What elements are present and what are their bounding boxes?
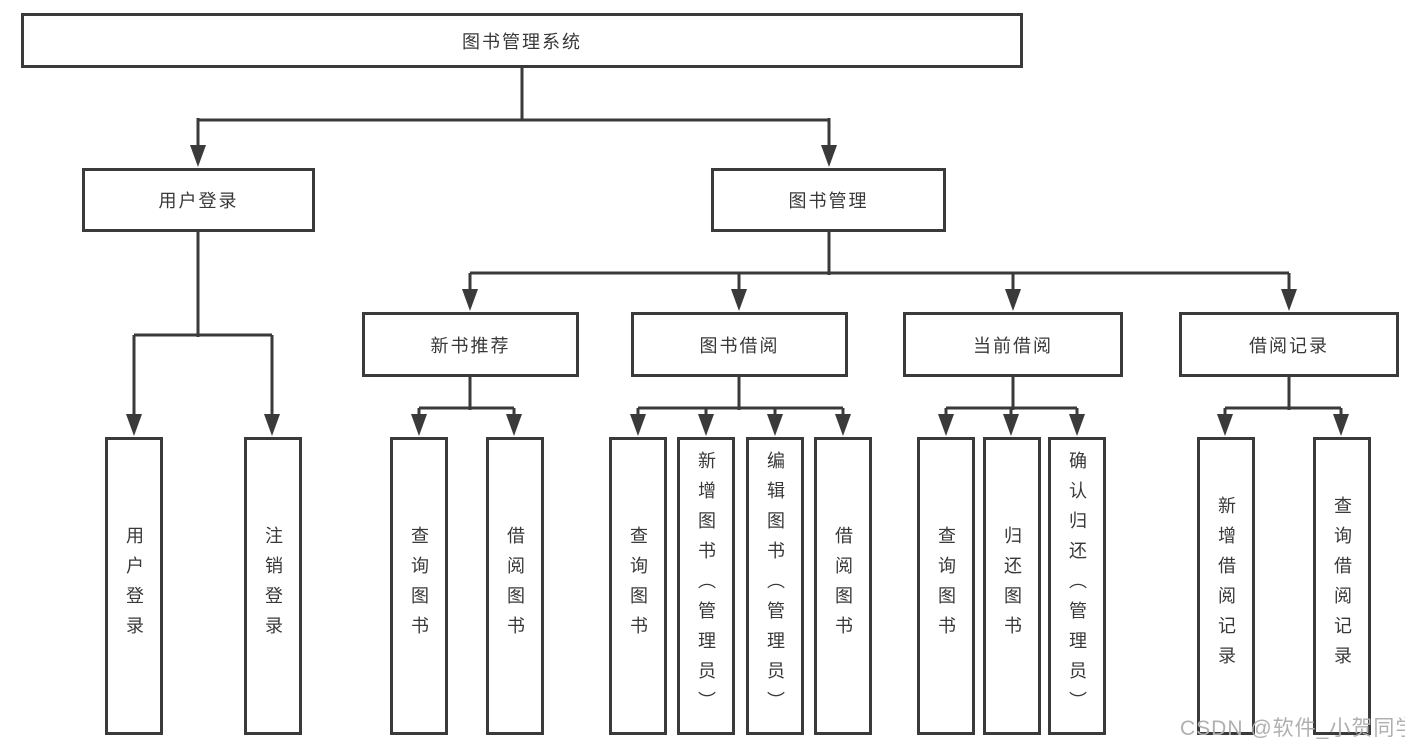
leaf-logout: 注销登录 — [244, 437, 302, 735]
leaf-borrow-books-recommend: 借阅图书 — [486, 437, 544, 735]
node-new-book-recommendation: 新书推荐 — [362, 312, 579, 377]
leaf-query-books-recommend: 查询图书 — [390, 437, 448, 735]
leaf-add-borrow-record: 新增借阅记录 — [1197, 437, 1255, 735]
node-library-management-system: 图书管理系统 — [21, 13, 1023, 68]
leaf-edit-books-admin: 编辑图书（管理员） — [746, 437, 804, 735]
leaf-confirm-return-admin: 确认归还（管理员） — [1048, 437, 1106, 735]
leaf-user-login: 用户登录 — [105, 437, 163, 735]
node-book-management: 图书管理 — [711, 168, 946, 232]
leaf-return-books: 归还图书 — [983, 437, 1041, 735]
csdn-watermark: CSDN @软件_小贺同学 — [1180, 717, 1405, 740]
node-user-login: 用户登录 — [82, 168, 315, 232]
node-borrowing-records: 借阅记录 — [1179, 312, 1399, 377]
node-book-borrowing: 图书借阅 — [631, 312, 848, 377]
node-current-borrowing: 当前借阅 — [903, 312, 1123, 377]
leaf-query-books-current: 查询图书 — [917, 437, 975, 735]
leaf-query-books-borrow: 查询图书 — [609, 437, 667, 735]
leaf-query-borrow-record: 查询借阅记录 — [1313, 437, 1371, 735]
leaf-add-books-admin: 新增图书（管理员） — [677, 437, 735, 735]
leaf-borrow-books: 借阅图书 — [814, 437, 872, 735]
